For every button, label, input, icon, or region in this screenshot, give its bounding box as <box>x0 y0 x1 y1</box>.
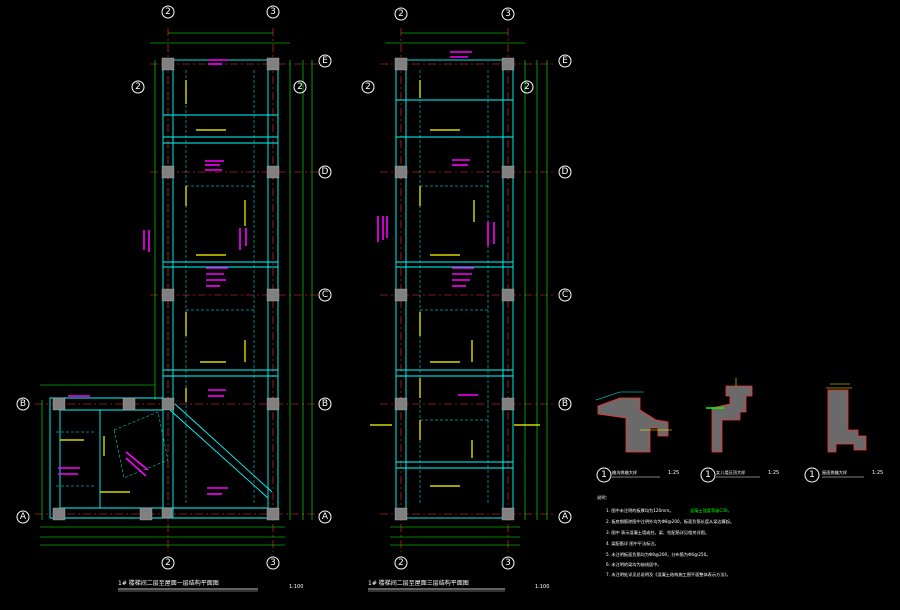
svg-text:A: A <box>20 512 27 522</box>
detail-scale: 1:25 <box>768 470 779 476</box>
svg-text:C: C <box>322 290 328 300</box>
axis-bubble: 3 <box>501 556 515 570</box>
svg-text:E: E <box>562 56 568 66</box>
plan-scale: 1:100 <box>289 584 303 590</box>
note-line: 4. 梁配筋详 图中平法标注。 <box>606 540 659 547</box>
note-line: 1. 图中未注明的板厚均为120mm。 <box>606 507 674 514</box>
right-plan-annotations <box>377 51 495 396</box>
svg-text:A: A <box>322 512 329 522</box>
svg-text:2: 2 <box>135 82 141 92</box>
svg-text:1: 1 <box>809 470 815 480</box>
left-plan-axis-bubbles: 2 3 2 3 E D C B A B A 2 2 <box>16 5 332 570</box>
axis-bubble: 2 <box>520 80 534 94</box>
axis-bubble: 2 <box>293 80 307 94</box>
design-notes: 说明： 1. 图中未注明的板厚均为120mm。 混凝土强度等级C30。 2. 板… <box>597 494 734 578</box>
axis-bubble: A <box>318 510 332 524</box>
axis-bubble: B <box>558 397 572 411</box>
svg-text:B: B <box>322 399 328 409</box>
svg-text:2: 2 <box>524 82 530 92</box>
svg-text:D: D <box>562 167 569 177</box>
plan-title: 1# 楼梯间二层至屋面三层结构平面图 <box>368 579 469 587</box>
svg-text:3: 3 <box>505 558 511 568</box>
left-plan-title: 1# 楼梯间二层至屋面一层结构平面图 1:100 <box>118 579 303 592</box>
svg-text:2: 2 <box>165 558 171 568</box>
axis-bubble: E <box>318 54 332 68</box>
axis-bubble: 3 <box>266 556 280 570</box>
svg-text:D: D <box>322 167 329 177</box>
note-line: 5. 未注明板面负筋均为Φ8@200，分布筋为Φ6@250。 <box>606 551 710 558</box>
detail-label: 女儿墙压顶大样 <box>716 469 745 476</box>
axis-bubble: 3 <box>266 5 280 19</box>
plan-title: 1# 楼梯间二层至屋面一层结构平面图 <box>118 579 219 587</box>
detail-eave-gutter: 1 檐沟挑檐大样 1:25 <box>595 391 679 483</box>
axis-bubble: A <box>16 510 30 524</box>
right-plan-yellow-notes <box>370 80 540 487</box>
detail-number-bubble: 1 <box>804 467 820 483</box>
axis-bubble: E <box>558 54 572 68</box>
plan-scale: 1:100 <box>535 584 549 590</box>
svg-text:B: B <box>20 399 26 409</box>
right-plan-title: 1# 楼梯间二层至屋面三层结构平面图 1:100 <box>368 579 549 592</box>
svg-text:A: A <box>562 512 569 522</box>
note-highlight: 混凝土强度等级C30。 <box>690 507 732 514</box>
detail-parapet-coping: 1 女儿墙压顶大样 1:25 <box>700 378 779 483</box>
axis-bubble: 2 <box>161 556 175 570</box>
svg-text:3: 3 <box>270 558 276 568</box>
svg-text:3: 3 <box>270 7 276 17</box>
detail-label: 檐沟挑檐大样 <box>612 469 637 476</box>
svg-text:E: E <box>322 56 328 66</box>
svg-text:B: B <box>562 399 568 409</box>
note-line: 7. 未注明处详见总说明及《混凝土结构施工图平面整体表示方法》。 <box>606 571 731 578</box>
axis-bubble: 3 <box>501 7 515 21</box>
right-plan-axis-bubbles: 2 3 2 3 E D C B A 2 2 <box>361 7 572 570</box>
svg-text:2: 2 <box>398 9 404 19</box>
detail-number-bubble: 1 <box>596 467 612 483</box>
axis-bubble: 2 <box>394 7 408 21</box>
right-plan-columns <box>394 57 515 521</box>
svg-text:2: 2 <box>398 558 404 568</box>
note-line: 2. 板底钢筋除图中注明外均为Φ8@200，板面负筋长度从梁边算起。 <box>606 518 734 525</box>
detail-sections: 1 檐沟挑檐大样 1:25 1 女儿墙压顶大样 1:25 1 屋面挑檐大样 1:… <box>595 378 883 483</box>
right-plan-beams <box>395 59 514 519</box>
svg-text:2: 2 <box>297 82 303 92</box>
left-plan-dimension-lines <box>40 32 313 546</box>
svg-text:2: 2 <box>165 7 171 17</box>
axis-bubble: C <box>558 288 572 302</box>
note-line: 6. 未注明的梁均为轴线居中。 <box>606 561 662 568</box>
notes-heading: 说明： <box>597 494 610 501</box>
right-plan-dimension-lines <box>385 32 548 546</box>
detail-scale: 1:25 <box>668 470 679 476</box>
svg-text:C: C <box>562 290 568 300</box>
svg-text:1: 1 <box>601 470 607 480</box>
right-plan-hidden-lines <box>419 70 489 505</box>
left-plan-annotations <box>58 59 247 495</box>
svg-text:1: 1 <box>705 470 711 480</box>
axis-bubble: D <box>318 165 332 179</box>
axis-bubble: 2 <box>394 556 408 570</box>
axis-bubble: A <box>558 510 572 524</box>
axis-bubble: B <box>16 397 30 411</box>
left-plan-columns <box>52 57 280 521</box>
detail-scale: 1:25 <box>872 470 883 476</box>
axis-bubble: C <box>318 288 332 302</box>
detail-number-bubble: 1 <box>700 467 716 483</box>
left-plan: 2 3 2 3 E D C B A B A 2 2 1# 楼梯间二层至屋面一层结… <box>16 5 332 592</box>
axis-bubble: 2 <box>131 80 145 94</box>
svg-text:3: 3 <box>505 9 511 19</box>
right-plan: 2 3 2 3 E D C B A 2 2 1# 楼梯间二层至屋面三层结构平面图… <box>361 7 572 592</box>
axis-bubble: B <box>318 397 332 411</box>
left-plan-hidden-lines <box>56 70 255 505</box>
axis-bubble: 2 <box>361 80 375 94</box>
left-plan-yellow-notes <box>60 80 246 493</box>
axis-bubble: D <box>558 165 572 179</box>
axis-bubble: 2 <box>161 5 175 19</box>
svg-text:2: 2 <box>365 82 371 92</box>
detail-label: 屋面挑檐大样 <box>822 469 847 476</box>
note-line: 3. 图中 表示混凝土墙或柱，梁、柱配筋详见相关详图。 <box>606 529 709 536</box>
detail-roof-eave: 1 屋面挑檐大样 1:25 <box>804 383 883 483</box>
